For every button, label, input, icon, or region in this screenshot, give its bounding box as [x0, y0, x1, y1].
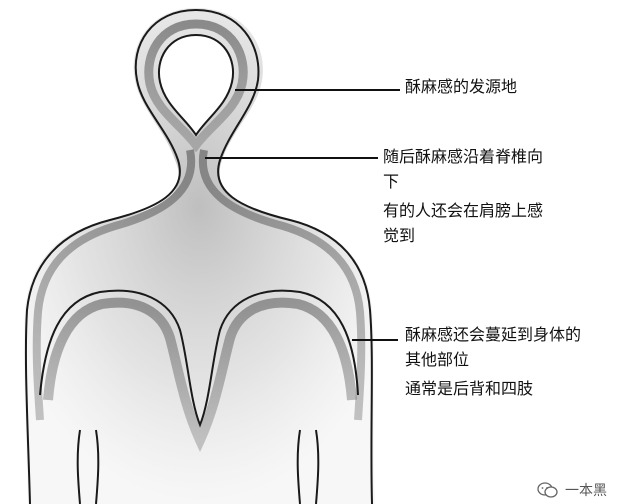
shoulder-band-left — [32, 149, 196, 421]
annotation-line: 随后酥麻感沿着脊椎向 — [383, 147, 544, 166]
watermark: 一本黑 — [537, 480, 607, 500]
left-arm — [76, 429, 100, 504]
annotation-line: 酥麻感还会蔓延到身体的 — [405, 325, 582, 344]
annotation-line: 酥麻感的发源地 — [405, 77, 518, 96]
head-loop — [157, 33, 235, 137]
lower-back-contour — [39, 289, 359, 428]
annotation-line: 下 — [383, 172, 400, 191]
annotation-line: 觉到 — [383, 226, 416, 245]
body-fill — [23, 8, 375, 504]
annotation-line: 有的人还会在肩膀上感 — [383, 201, 544, 220]
watermark-text: 一本黑 — [565, 483, 607, 499]
annotation-origin: 酥麻感的发源地 — [405, 74, 517, 99]
annotation-line: 其他部位 — [405, 350, 470, 369]
outer-contour — [24, 9, 197, 504]
outer-contour-right — [195, 9, 373, 504]
head-loop-band — [144, 19, 248, 153]
lower-back-band — [43, 297, 357, 453]
annotation-spread-down: 随后酥麻感沿着脊椎向 下 有的人还会在肩膀上感 觉到 — [383, 144, 543, 248]
annotation-spread-body: 酥麻感还会蔓延到身体的 其他部位 通常是后背和四肢 — [405, 322, 581, 401]
annotation-line: 通常是后背和四肢 — [405, 379, 534, 398]
right-arm — [296, 429, 320, 504]
wechat-icon — [537, 482, 558, 498]
shoulder-band-right — [198, 149, 366, 421]
